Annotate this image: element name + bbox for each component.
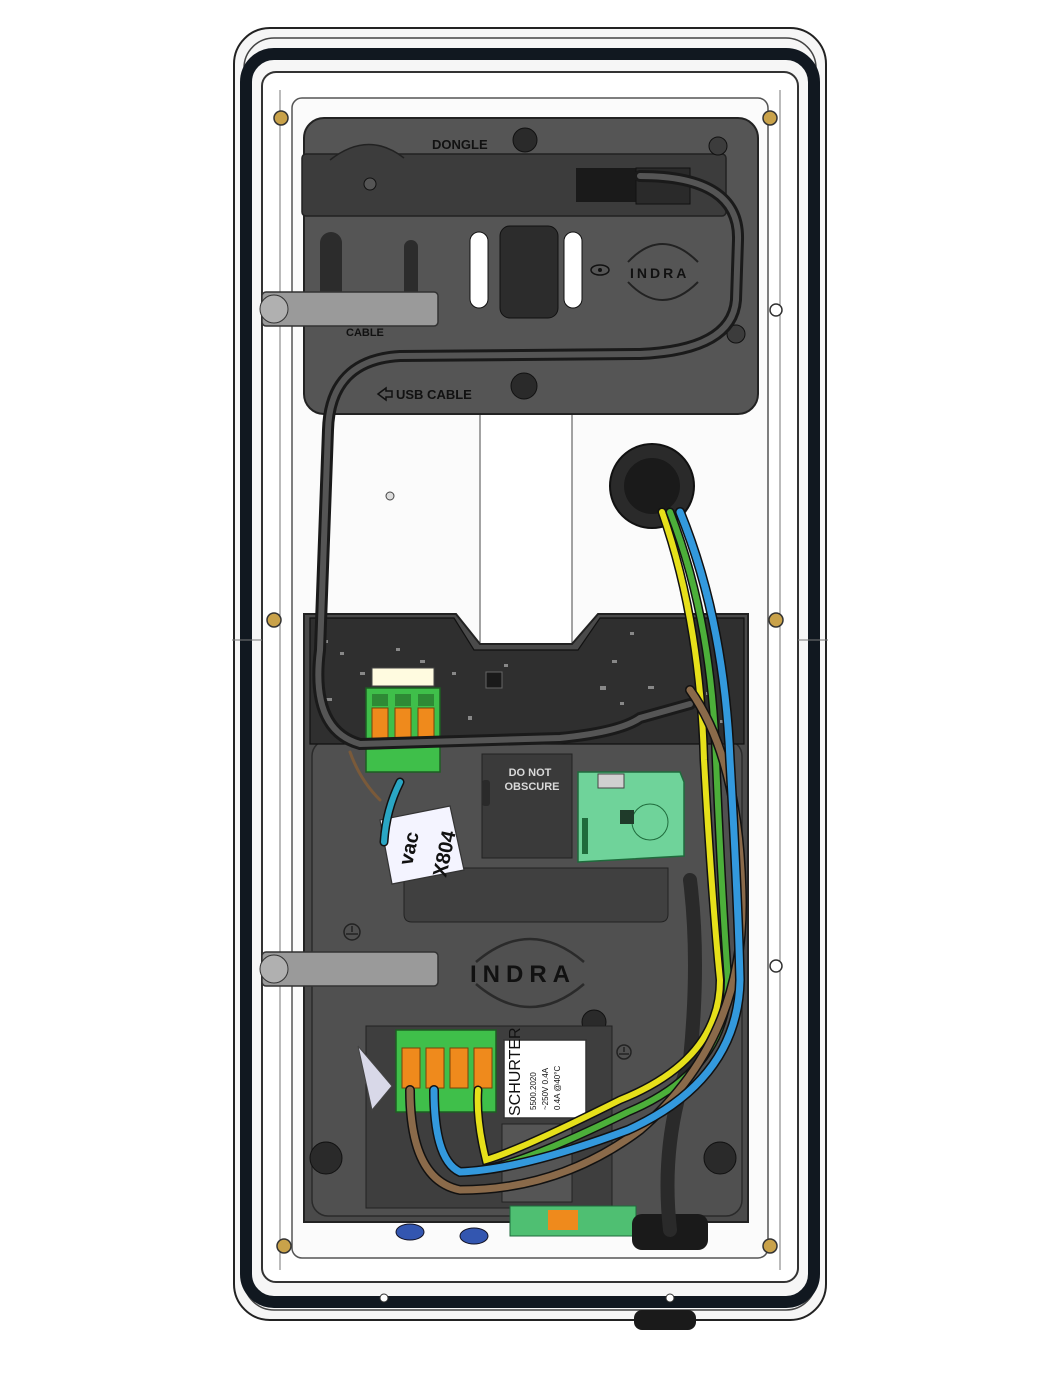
do-not-obscure-line1: DO NOT — [509, 767, 552, 779]
fuse-holder: SCHURTER 5500.2020 ~250V 0.4A 0.4A @40°C — [503, 1027, 587, 1119]
cable-fragment-label: CABLE — [346, 327, 384, 339]
eye-icon — [590, 264, 610, 276]
screw-icon — [266, 110, 784, 1254]
indra-logo-main: INDRA — [470, 937, 585, 1009]
dongle-label: DONGLE — [432, 137, 488, 152]
communication-board — [577, 771, 685, 863]
indra-logo-top: INDRA — [627, 243, 699, 301]
fuse-line2: ~250V 0.4A — [541, 1067, 550, 1110]
dongle-panel — [259, 117, 759, 415]
wiring — [312, 170, 748, 1237]
mounting-bracket-bottom — [259, 951, 439, 987]
usb-cable-label: USB CABLE — [396, 387, 472, 402]
capacitors — [395, 1223, 489, 1245]
fuse-brand: SCHURTER — [507, 1027, 524, 1116]
indra-top-label: INDRA — [630, 265, 689, 281]
cable-gland-top — [609, 443, 695, 529]
back-panels — [385, 413, 573, 645]
cable-sticker: vac X804 — [379, 805, 465, 885]
smd-components — [322, 632, 724, 723]
gasket — [240, 48, 820, 1308]
indra-main-label: INDRA — [470, 961, 576, 988]
do-not-obscure-line2: OBSCURE — [504, 781, 559, 793]
fuse-line1: 5500.2020 — [529, 1072, 538, 1110]
terminal-block-top — [365, 687, 441, 773]
ground-icon — [343, 923, 632, 1060]
arrow-left-icon — [376, 386, 393, 402]
pcb-label-sticker — [371, 667, 435, 687]
bottom-latch — [634, 1310, 696, 1330]
fuse-line3: 0.4A @40°C — [553, 1066, 562, 1110]
